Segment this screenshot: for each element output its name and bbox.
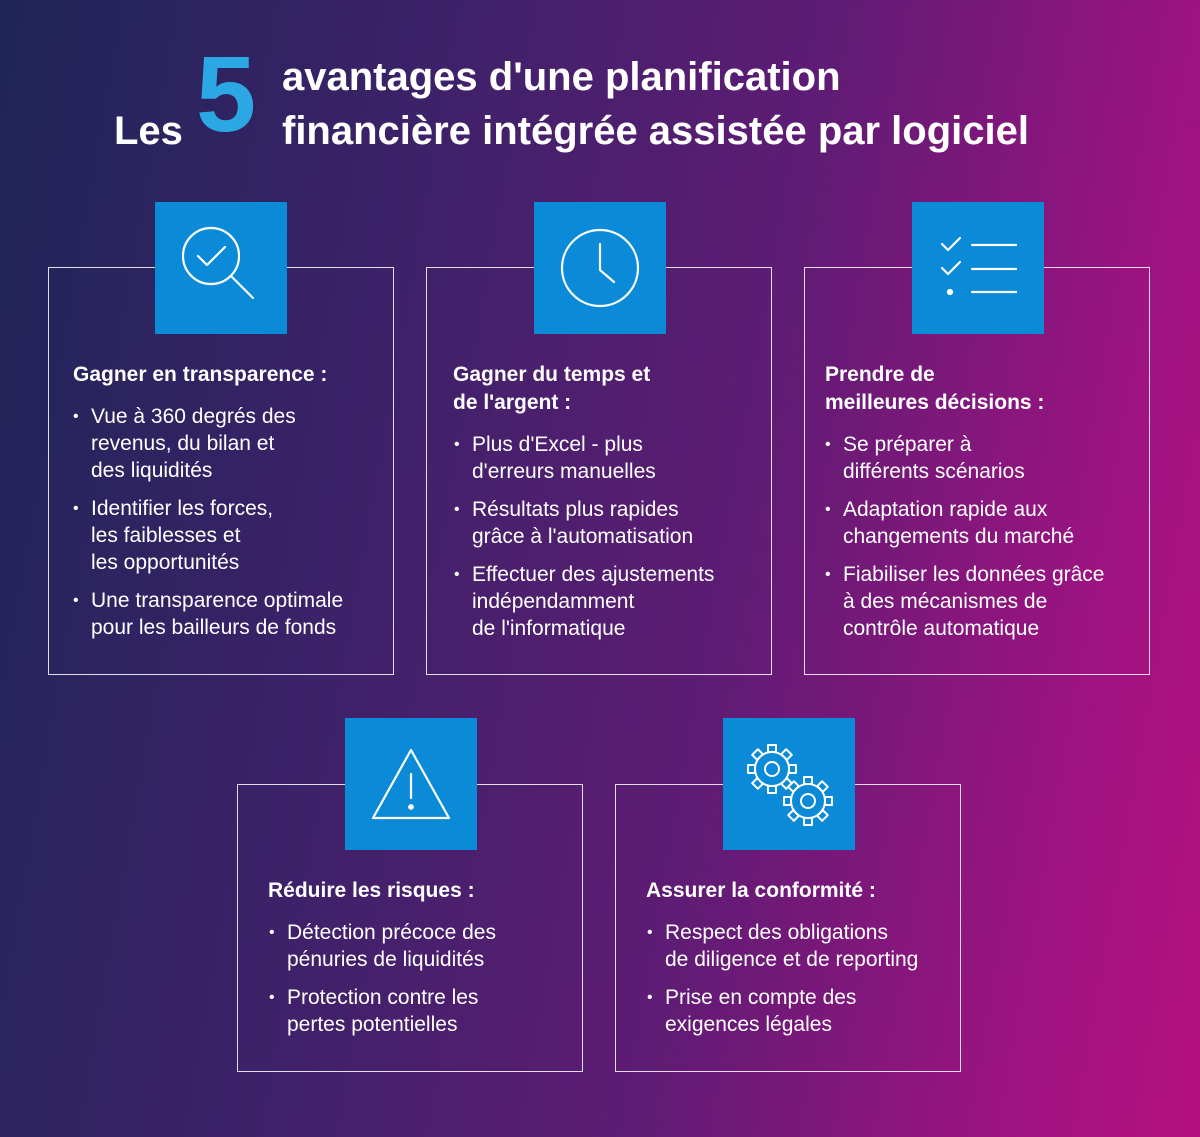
checklist-icon [940,236,1018,296]
list-item: Résultats plus rapides grâce à l'automat… [454,496,764,550]
bullet-list: Détection précoce des pénuries de liquid… [269,919,579,1049]
bullet-list: Vue à 360 degrés des revenus, du bilan e… [73,403,393,652]
title-les: Les [114,109,183,153]
card-title: Prendre de meilleures décisions : [825,363,1045,414]
list-item: Se préparer à différents scénarios [825,431,1145,485]
icon-box-decisions [912,202,1044,334]
bullet-list: Se préparer à différents scénarios Adapt… [825,431,1145,653]
gears-icon [747,744,833,826]
card-title: Assurer la conformité : [646,879,876,902]
list-item: Protection contre les pertes potentielle… [269,984,579,1038]
list-item: Prise en compte des exigences légales [647,984,957,1038]
list-item: Fiabiliser les données grâce à des mécan… [825,561,1145,642]
list-item: Détection précoce des pénuries de liquid… [269,919,579,973]
icon-box-conformite [723,718,855,850]
bullet-list: Plus d'Excel - plus d'erreurs manuelles … [454,431,764,653]
list-item: Identifier les forces, les faiblesses et… [73,495,393,576]
page-title: Les 5 avantages d'une planification fina… [0,0,1200,170]
list-item: Respect des obligations de diligence et … [647,919,957,973]
list-item: Une transparence optimale pour les baill… [73,587,393,641]
warning-triangle-icon [371,748,451,820]
clock-icon [560,228,640,308]
bullet-list: Respect des obligations de diligence et … [647,919,957,1049]
card-title: Réduire les risques : [268,879,475,902]
icon-box-temps-argent [534,202,666,334]
title-line-1: avantages d'une planification [282,55,841,99]
title-line-2: financière intégrée assistée par logicie… [282,109,1029,153]
icon-box-transparence [155,202,287,334]
card-title: Gagner en transparence : [73,363,328,386]
icon-box-risques [345,718,477,850]
list-item: Plus d'Excel - plus d'erreurs manuelles [454,431,764,485]
list-item: Effectuer des ajustements indépendamment… [454,561,764,642]
title-number: 5 [196,33,257,154]
list-item: Adaptation rapide aux changements du mar… [825,496,1145,550]
magnifier-check-icon [181,226,255,300]
list-item: Vue à 360 degrés des revenus, du bilan e… [73,403,393,484]
card-title: Gagner du temps et de l'argent : [453,363,651,414]
